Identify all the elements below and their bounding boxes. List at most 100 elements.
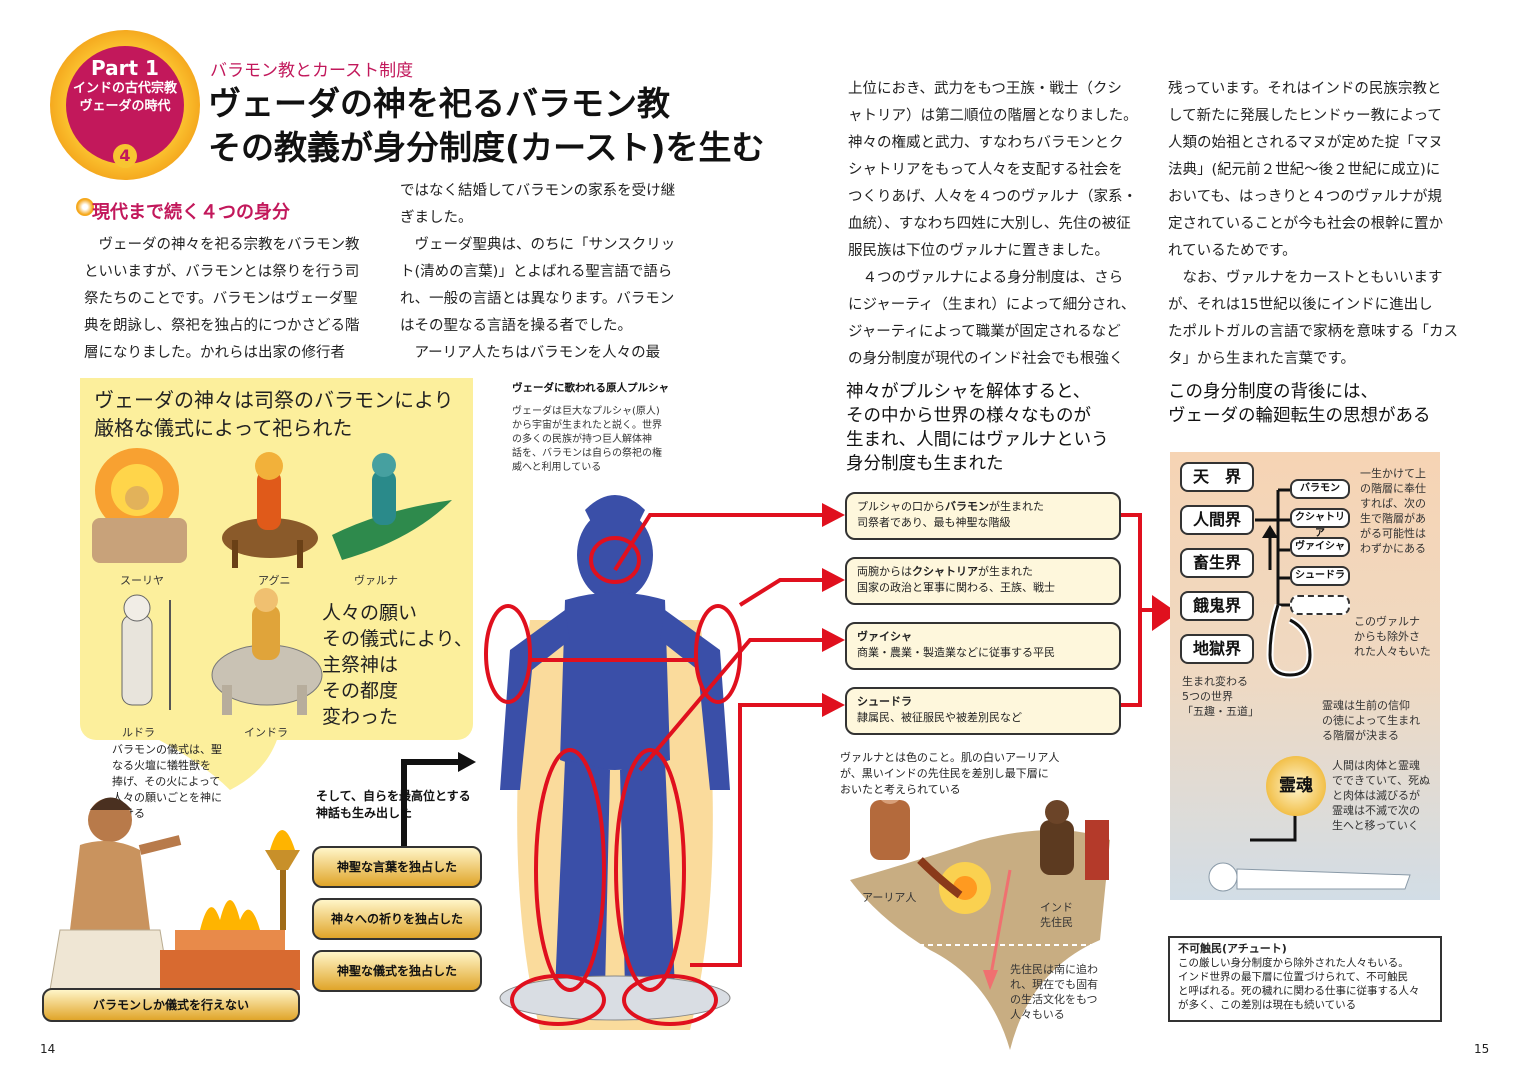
up-arrow (401, 752, 476, 846)
purusha-line: ヴェーダは巨大なプルシャ(原人) (512, 406, 660, 417)
note-line: バラモンの儀式は、聖 (112, 743, 222, 756)
wish-line: 人々の願い (322, 602, 418, 624)
varna-name: ヴァイシャ (857, 630, 912, 643)
native-label: インド 先住民 (1040, 900, 1073, 930)
text-line: 神々の権威と武力、すなわちバラモンとク (848, 135, 1124, 151)
heading-line: 身分制度も生まれた (846, 454, 1004, 474)
right-heading: この身分制度の背後には、 ヴェーダの輪廻転生の思想がある (1168, 380, 1431, 428)
step-box-prayer: 神々への祈りを独占した (312, 898, 482, 940)
text-line: シャトリアをもって人々を支配する社会を (848, 162, 1123, 178)
wish-line: 変わった (322, 706, 399, 728)
gods-panel-title: ヴェーダの神々は司祭のバラモンにより 厳格な儀式によって祀られた (94, 386, 454, 442)
text-line: にジャーティ（生まれ）によって細分され、 (848, 297, 1136, 313)
text-line: ジャーティによって職業が固定されるなど (848, 324, 1121, 340)
note-line: このヴァルナ (1354, 615, 1420, 628)
wish-line: その儀式により、 (322, 628, 473, 650)
india-map-illustration (850, 800, 1110, 1050)
note-line: 捧げ、その火によって (112, 775, 221, 788)
heading-line: 生まれ、人間にはヴァルナという (846, 430, 1109, 450)
text-line: ヴェーダ聖典は、のちに「サンスクリッ (400, 237, 676, 253)
note-line: ヴァルナとは色のこと。肌の白いアーリア人 (840, 751, 1060, 764)
text-line: 定されていることが今も社会の根幹に置か (1168, 216, 1444, 232)
heading-line: その中から世界の様々なものが (846, 406, 1091, 426)
note-line: 人々の願いごとを神に (112, 791, 222, 804)
gods-illustrations (92, 448, 452, 715)
wish-line: 主祭神は (322, 654, 399, 676)
title-line1: ヴェーダの神を祀るバラモン教 (208, 84, 670, 123)
text-line: はその聖なる言語を操る者でした。 (400, 318, 632, 334)
varna-kshatriya: 両腕からはクシャトリアが生まれた 国家の政治と軍事に関わる、王族、戦士 (845, 557, 1121, 605)
heading-line: 神々がプルシャを解体すると、 (846, 382, 1091, 402)
soul-circle: 霊魂 (1266, 756, 1326, 816)
caste-excluded-slot (1290, 595, 1350, 615)
note-line: がる可能性は (1360, 527, 1426, 540)
heading-line: ヴェーダの輪廻転生の思想がある (1168, 406, 1431, 426)
native-line: 先住民 (1040, 916, 1073, 929)
base-box: バラモンしか儀式を行えない (42, 988, 300, 1022)
caste-tree-lines (1250, 488, 1314, 842)
varna-title: シュードラ (857, 694, 1109, 710)
page-number-right: 15 (1474, 1042, 1490, 1056)
text-column-4: 残っています。それはインドの民族宗教と して新たに発展したヒンドゥー教によって … (1168, 76, 1458, 373)
god-label-indra: インドラ (244, 726, 288, 739)
note-line: の徳によって生まれ (1322, 714, 1421, 727)
step-box-words: 神聖な言葉を独占した (312, 846, 482, 888)
untouchable-line: が多く、この差別は現在も続いている (1178, 999, 1357, 1011)
text-line: といいますが、バラモンとは祭りを行う司 (84, 264, 360, 280)
varna-desc: 商業・農業・製造業などに従事する平民 (857, 646, 1055, 659)
surya-figure (92, 448, 187, 563)
note-line: 一生かけて上 (1360, 467, 1426, 480)
varna-connectors (613, 503, 1178, 967)
agni-figure (222, 452, 318, 568)
text-line: が、それは15世紀以後にインドに進出し (1168, 297, 1433, 313)
caste-brahman: バラモン (1290, 479, 1350, 499)
ritual-note: バラモンの儀式は、聖 なる火壇に犠牲獣を 捧げ、その火によって 人々の願いごとを… (112, 742, 222, 822)
note-line: なる火壇に犠牲獣を (112, 759, 211, 772)
varna-shudra: シュードラ 隷属民、被征服民や被差別民など (845, 687, 1121, 735)
purusha-line: 話を、バラモンは自らの祭祀の権 (512, 448, 662, 459)
note-line: でできていて、死ぬ (1332, 774, 1431, 787)
text-line: 人類の始祖とされるマヌが定めた掟「マヌ (1168, 135, 1443, 151)
untouchable-box: 不可触民(アチュート) この厳しい身分制度から除外された人々もいる。 インド世界… (1168, 936, 1442, 1022)
god-label-agni: アグニ (258, 574, 291, 587)
varna-title: プルシャの口からバラモンが生まれた (857, 499, 1109, 515)
then-text: そして、自らを最高位とする 神話も生み出した (316, 788, 471, 822)
section-bullet-icon (76, 198, 94, 216)
varna-post: が生まれた (989, 500, 1044, 513)
untouchable-line: インド世界の最下層に位置づけられて、不可触民 (1178, 971, 1409, 983)
realm-hungry-ghost: 餓鬼界 (1180, 591, 1254, 621)
middle-heading: 神々がプルシャを解体すると、 その中から世界の様々なものが 生まれ、人間にはヴァ… (846, 380, 1109, 476)
varna-color-note: ヴァルナとは色のこと。肌の白いアーリア人 が、黒いインドの先住民を差別し最下層に… (840, 750, 1059, 798)
varna-desc: 司祭者であり、最も神聖な階級 (857, 516, 1011, 529)
varna-post: が生まれた (978, 565, 1033, 578)
then-line: 神話も生み出した (316, 806, 413, 820)
varna-pre: プルシャの口から (857, 500, 945, 513)
text-line: 層になりました。かれらは出家の修行者 (84, 345, 345, 361)
varna-desc: 国家の政治と軍事に関わる、王族、戦士 (857, 581, 1055, 594)
text-line: ヴェーダの神々を祀る宗教をバラモン教 (84, 237, 360, 253)
soul-note-1: 霊魂は生前の信仰 の徳によって生まれ る階層が決まる (1322, 698, 1420, 743)
note-line: れた人々もいた (1354, 645, 1431, 658)
note-line: 「五趣・五道」 (1182, 705, 1259, 718)
caste-vaishya: ヴァイシャ (1290, 537, 1350, 557)
reborn-note: 生まれ変わる 5つの世界 「五趣・五道」 (1182, 674, 1259, 719)
text-line: ャトリア）は第二順位の階層となりました。 (848, 108, 1138, 124)
purusha-line: 威へと利用している (512, 462, 602, 473)
wish-text: 人々の願い その儀式により、 主祭神は その都度 変わった (322, 600, 473, 730)
text-line: 祭たちのことです。バラモンはヴェーダ聖 (84, 291, 358, 307)
panel-title-line1: ヴェーダの神々は司祭のバラモンにより (94, 388, 454, 412)
badge-line1: インドの古代宗教 (72, 81, 177, 96)
step-box-ritual: 神聖な儀式を独占した (312, 950, 482, 992)
note-line: 生で階層があ (1360, 512, 1426, 525)
varna-name: クシャトリア (912, 565, 978, 578)
text-line: 血統）、すなわち四姓に大別し、先住の被征 (848, 216, 1131, 232)
part-badge: Part 1 インドの古代宗教 ヴェーダの時代 4 (50, 30, 200, 180)
effort-note: 一生かけて上 の階層に奉仕 すれば、次の 生で階層があ がる可能性は わずかにあ… (1360, 466, 1426, 556)
note-line: 5つの世界 (1182, 690, 1233, 703)
page-number-left: 14 (40, 1042, 56, 1056)
text-line: 服民族は下位のヴァルナに置きました。 (848, 243, 1109, 259)
note-line: おいたと考えられている (840, 783, 961, 796)
page-title: ヴェーダの神を祀るバラモン教 その教義が身分制度(カースト)を生む (208, 82, 765, 170)
god-label-surya: スーリヤ (120, 574, 164, 587)
note-line: わずかにある (1360, 542, 1426, 555)
